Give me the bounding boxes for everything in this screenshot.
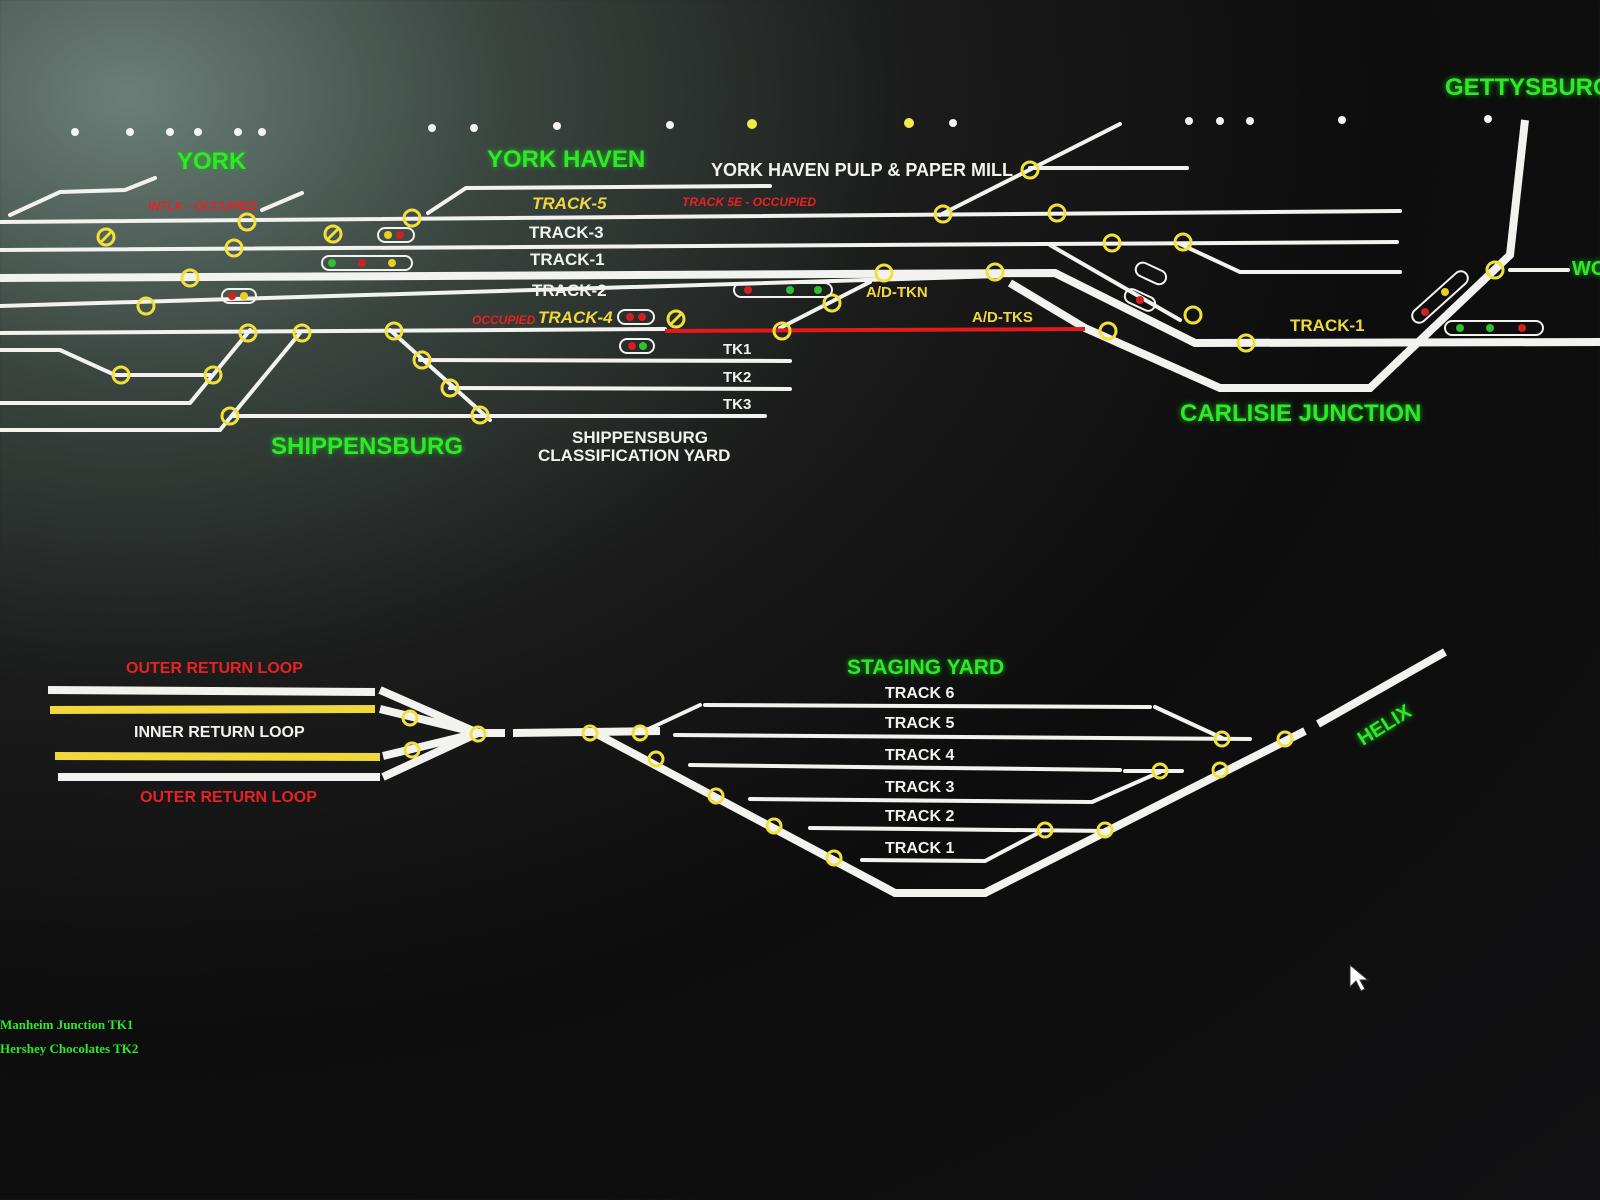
staging-track-6-label[interactable]: TRACK 6 bbox=[885, 685, 955, 702]
tk3-label[interactable]: TK3 bbox=[723, 396, 752, 413]
intlk-occupied-status: INTLK - OCCUPIED bbox=[148, 199, 258, 213]
staging-track-3-label[interactable]: TRACK 3 bbox=[885, 779, 955, 796]
track-1-right-label[interactable]: TRACK-1 bbox=[1290, 316, 1365, 335]
legend-item-manheim: Manheim Junction TK1 bbox=[0, 1017, 134, 1032]
label-classification-yard-1: SHIPPENSBURG bbox=[572, 428, 709, 447]
outer-return-loop-bottom-label[interactable]: OUTER RETURN LOOP bbox=[140, 789, 317, 806]
track-2-label[interactable]: TRACK-2 bbox=[532, 281, 607, 300]
label-classification-yard-2: CLASSIFICATION YARD bbox=[538, 446, 731, 465]
track-3-label[interactable]: TRACK-3 bbox=[529, 223, 604, 242]
indicator-lamps bbox=[71, 115, 1492, 136]
mouse-cursor-icon bbox=[1349, 963, 1370, 992]
station-shippensburg: SHIPPENSBURG bbox=[271, 433, 464, 460]
station-york: YORK bbox=[177, 148, 247, 175]
signal-heads bbox=[221, 227, 1544, 354]
station-york-haven: YORK HAVEN bbox=[487, 146, 646, 173]
tk2-label[interactable]: TK2 bbox=[723, 369, 752, 386]
station-wo-partial: WO bbox=[1572, 258, 1600, 280]
track-1-label[interactable]: TRACK-1 bbox=[530, 250, 605, 269]
staging-track-4-label[interactable]: TRACK 4 bbox=[885, 747, 955, 764]
staging-tracks bbox=[47, 648, 1447, 897]
ad-tkn-label[interactable]: A/D-TKN bbox=[866, 284, 928, 301]
inner-return-loop-label[interactable]: INNER RETURN LOOP bbox=[134, 724, 305, 741]
station-gettysburg: GETTYSBURG bbox=[1445, 74, 1600, 101]
legend-item-hershey: Hershey Chocolates TK2 bbox=[0, 1041, 139, 1056]
staging-yard-title: STAGING YARD bbox=[847, 656, 1005, 679]
label-pulp-mill: YORK HAVEN PULP & PAPER MILL bbox=[711, 160, 1014, 180]
track-4-label[interactable]: TRACK-4 bbox=[538, 308, 613, 327]
upper-switches bbox=[96, 160, 1505, 426]
staging-track-2-label[interactable]: TRACK 2 bbox=[885, 808, 955, 825]
staging-track-1-label[interactable]: TRACK 1 bbox=[885, 840, 955, 857]
outer-return-loop-top-label[interactable]: OUTER RETURN LOOP bbox=[126, 660, 303, 677]
track5e-occupied-status: TRACK 5E - OCCUPIED bbox=[682, 195, 817, 209]
tk1-label[interactable]: TK1 bbox=[723, 341, 752, 358]
track-5-label[interactable]: TRACK-5 bbox=[532, 194, 607, 213]
staging-track-5-label[interactable]: TRACK 5 bbox=[885, 715, 955, 732]
station-carlisle-junction: CARLISIE JUNCTION bbox=[1180, 400, 1422, 427]
staging-switches bbox=[401, 709, 1294, 867]
upper-tracks bbox=[0, 119, 1600, 432]
ad-tks-label[interactable]: A/D-TKS bbox=[972, 309, 1033, 326]
track4-occupied-status: OCCUPIED bbox=[472, 313, 536, 327]
